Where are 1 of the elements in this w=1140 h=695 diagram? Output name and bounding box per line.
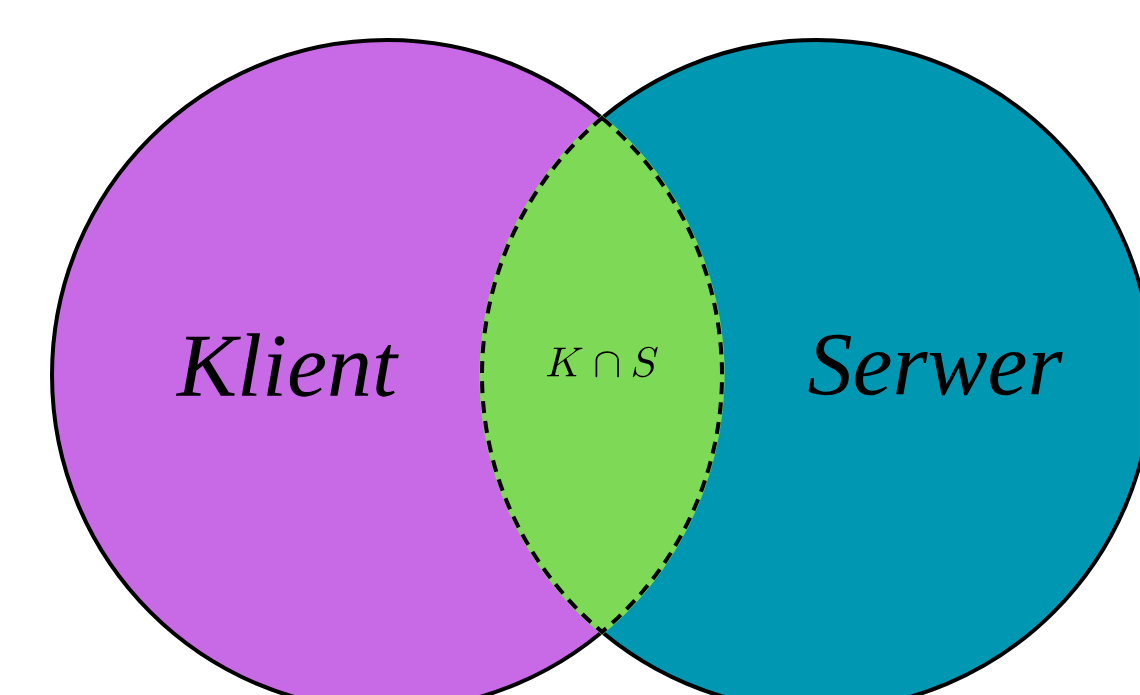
- intersection-lens: $K \cap S$: [479, 115, 725, 635]
